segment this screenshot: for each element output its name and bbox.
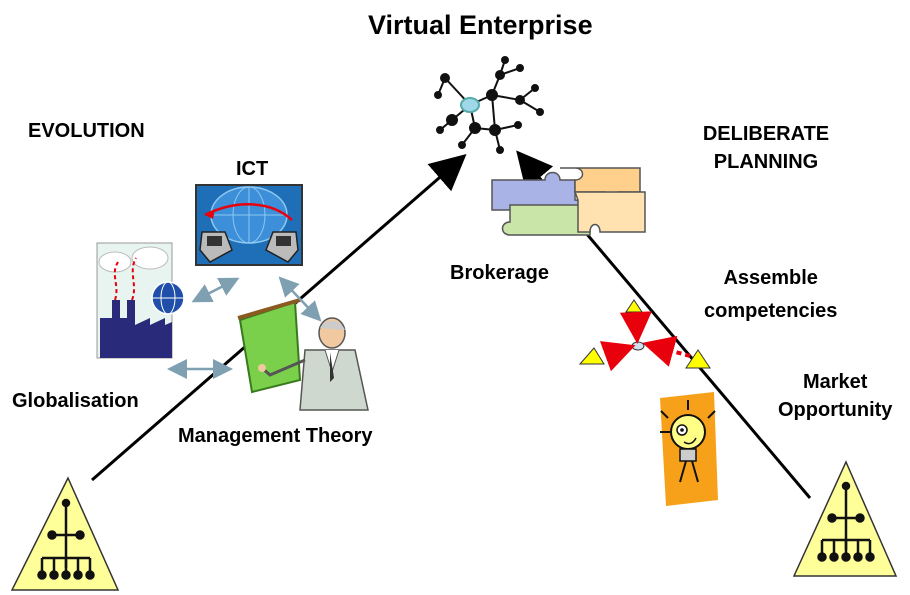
- assemble-competencies-label: Assemble competencies: [704, 262, 837, 328]
- puzzle-icon: [491, 167, 646, 236]
- assemble-line1: Assemble: [723, 267, 818, 289]
- assemble-line2: competencies: [704, 300, 838, 322]
- deliberate-planning-line2: PLANNING: [713, 151, 819, 173]
- hierarchy-pyramid-icon: [792, 460, 898, 577]
- deliberate-planning-heading: DELIBERATE PLANNING: [666, 120, 866, 176]
- market-line2: Opportunity: [778, 399, 893, 421]
- management-theory-label: Management Theory: [178, 425, 373, 447]
- brokerage-label: Brokerage: [450, 262, 549, 284]
- connector-ict-presenter: [278, 276, 322, 322]
- competency-assembly-icon: [578, 299, 711, 372]
- globalisation-label: Globalisation: [12, 390, 139, 412]
- network-icon: [434, 56, 544, 154]
- market-line1: Market: [802, 371, 868, 393]
- hierarchy-pyramid-icon: [10, 476, 120, 591]
- market-opportunity-label: Market Opportunity: [778, 368, 892, 424]
- connector-ict-factory: [191, 277, 240, 303]
- lightbulb-icon: [660, 392, 718, 506]
- page-title: Virtual Enterprise: [368, 10, 593, 40]
- evolution-heading: EVOLUTION: [28, 120, 145, 142]
- factory-globe-icon: [96, 242, 185, 359]
- deliberate-planning-line1: DELIBERATE: [702, 123, 830, 145]
- ict-label: ICT: [236, 158, 269, 180]
- presenter-icon: [237, 298, 369, 411]
- ict-computers-icon: [195, 184, 303, 266]
